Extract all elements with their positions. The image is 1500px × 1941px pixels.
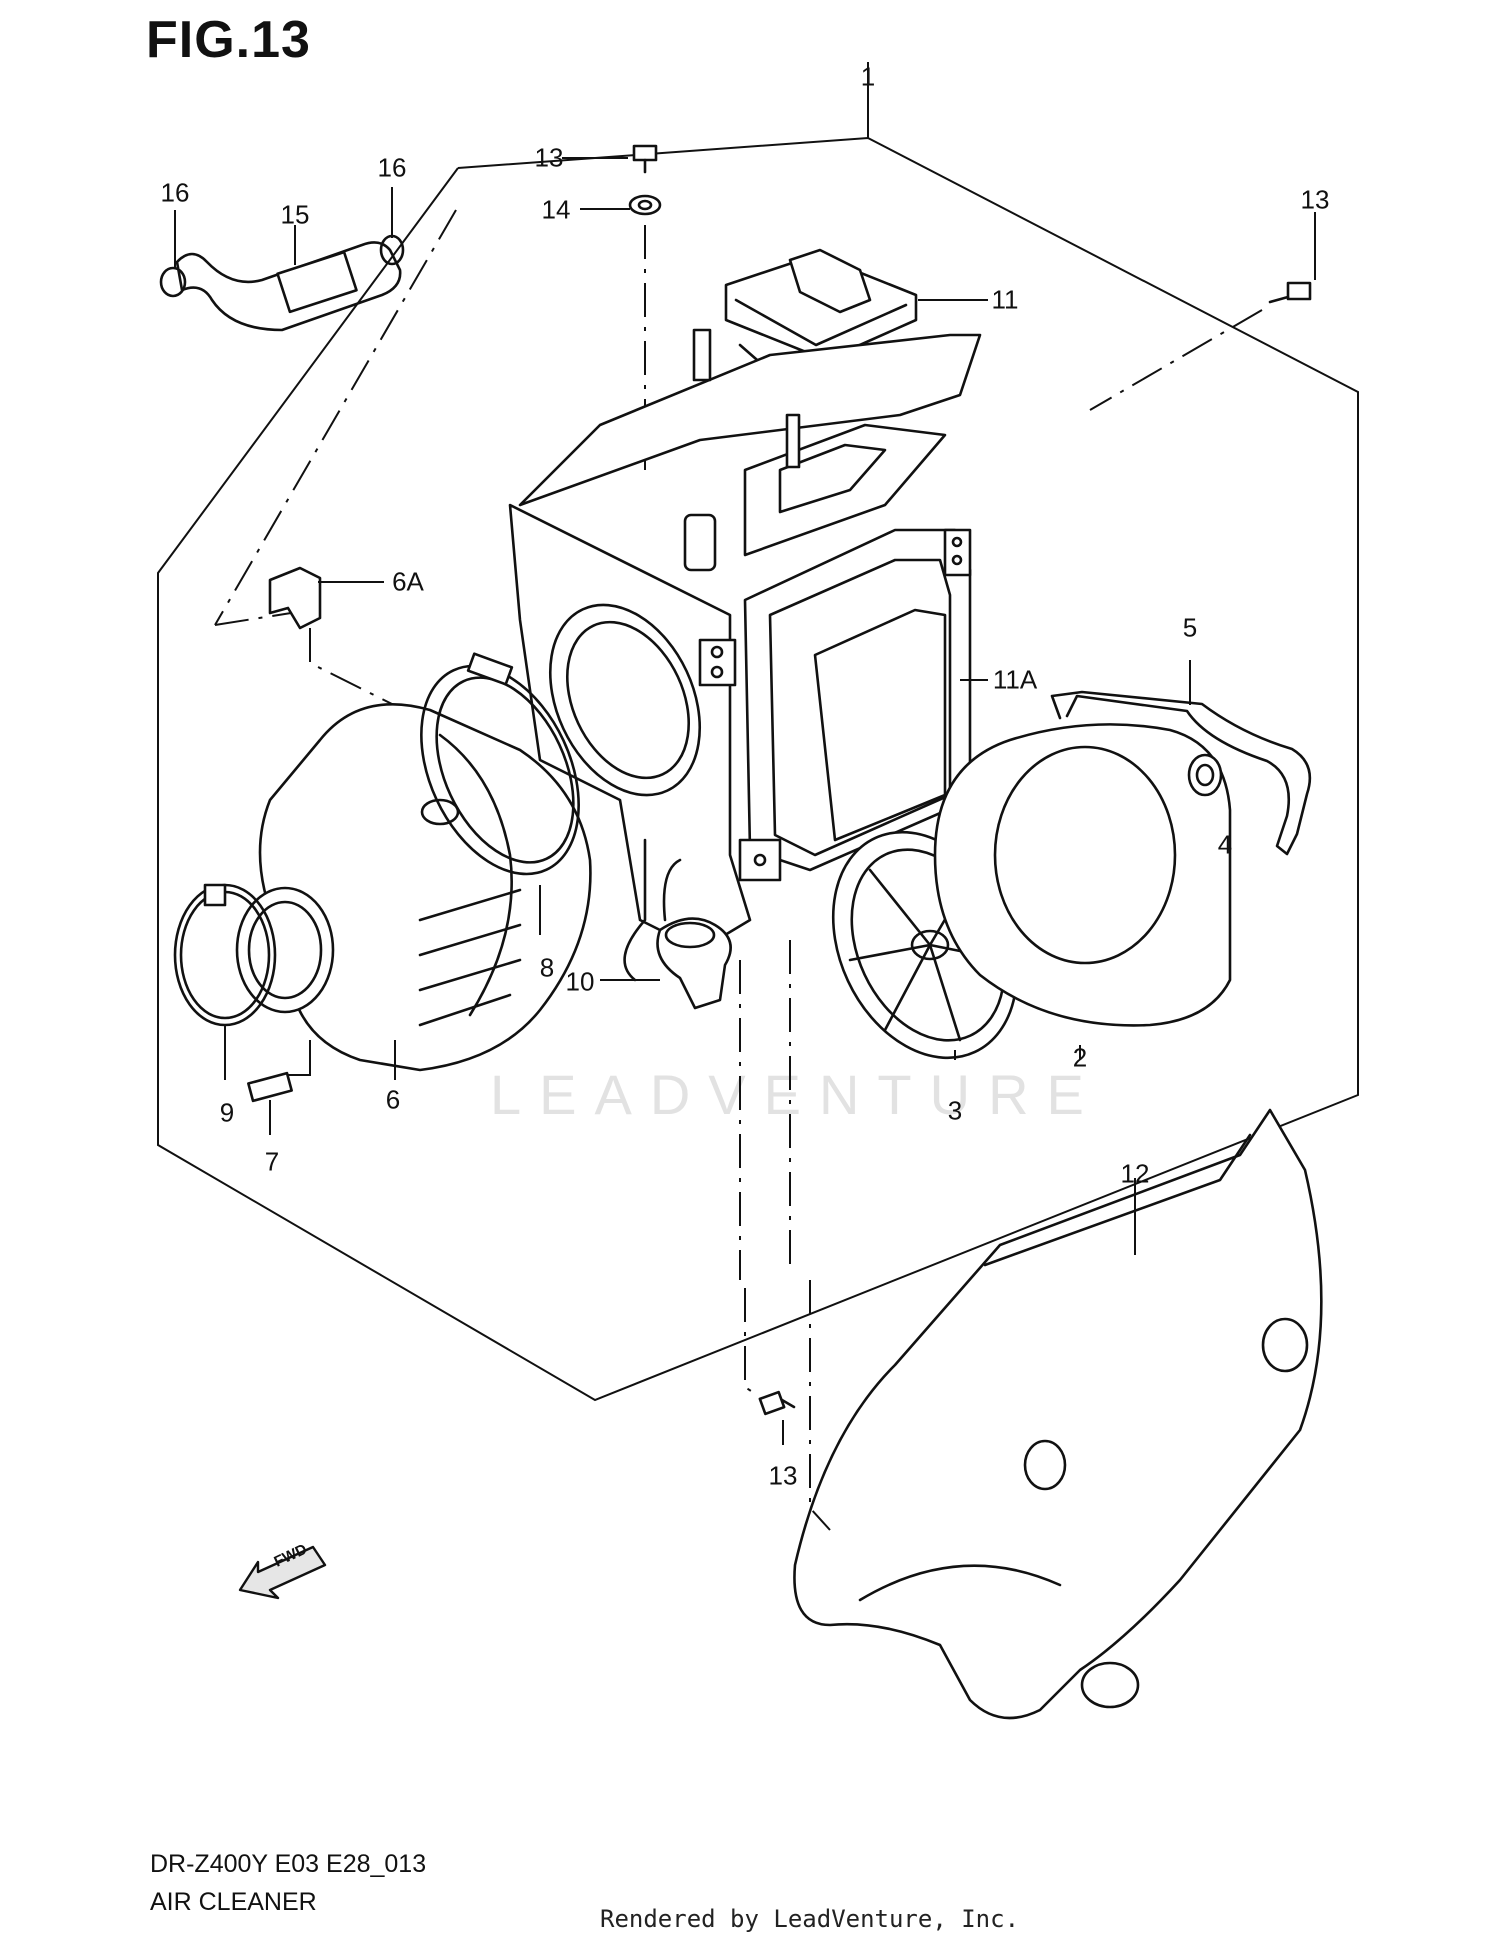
callout-8: 8 (539, 952, 555, 983)
callout-2: 2 (1072, 1042, 1088, 1073)
drain-plug-7 (247, 1040, 311, 1135)
fwd-arrow-icon: FWD (238, 1541, 327, 1600)
leader-lines (174, 157, 1316, 1080)
callout-16-left: 16 (160, 177, 190, 208)
cap-11 (724, 248, 918, 397)
callout-9: 9 (219, 1097, 235, 1128)
intake-duct (235, 703, 592, 1072)
callout-11a: 11A (992, 664, 1038, 695)
callout-11: 11 (991, 284, 1019, 315)
callout-3: 3 (947, 1095, 963, 1126)
breather-hose (159, 209, 457, 626)
render-credit: Rendered by LeadVenture, Inc. (600, 1905, 1020, 1933)
callout-1: 1 (860, 61, 876, 92)
callout-13-top: 13 (534, 142, 564, 173)
air-box-body (508, 328, 982, 982)
callout-16-right: 16 (377, 152, 407, 183)
callout-12: 12 (1120, 1158, 1150, 1189)
callout-15: 15 (280, 199, 310, 230)
callout-7: 7 (264, 1146, 280, 1177)
callout-10: 10 (565, 966, 595, 997)
figure-title: FIG.13 (146, 11, 311, 69)
callout-6a: 6A (392, 566, 424, 597)
bottom-bolt (744, 1288, 796, 1445)
foam-filter (933, 723, 1232, 1060)
callout-6: 6 (385, 1084, 401, 1115)
side-cover-12 (793, 1108, 1323, 1720)
gasket-8 (420, 652, 580, 935)
clamp-9 (173, 883, 277, 1080)
callout-5: 5 (1182, 612, 1198, 643)
right-bolt (1089, 281, 1312, 411)
model-code: DR-Z400Y E03 E28_013 (150, 1850, 427, 1878)
section-name: AIR CLEANER (150, 1888, 317, 1916)
callout-13-right: 13 (1300, 184, 1330, 215)
callout-14: 14 (541, 194, 571, 225)
callout-13-bottom: 13 (768, 1460, 798, 1491)
assembly-boundary (157, 62, 1359, 1402)
callout-4: 4 (1217, 829, 1233, 860)
watermark: LEADVENTURE (490, 1063, 1102, 1126)
wire-clip-5 (1050, 660, 1312, 856)
drain-tube-10 (656, 917, 791, 1280)
